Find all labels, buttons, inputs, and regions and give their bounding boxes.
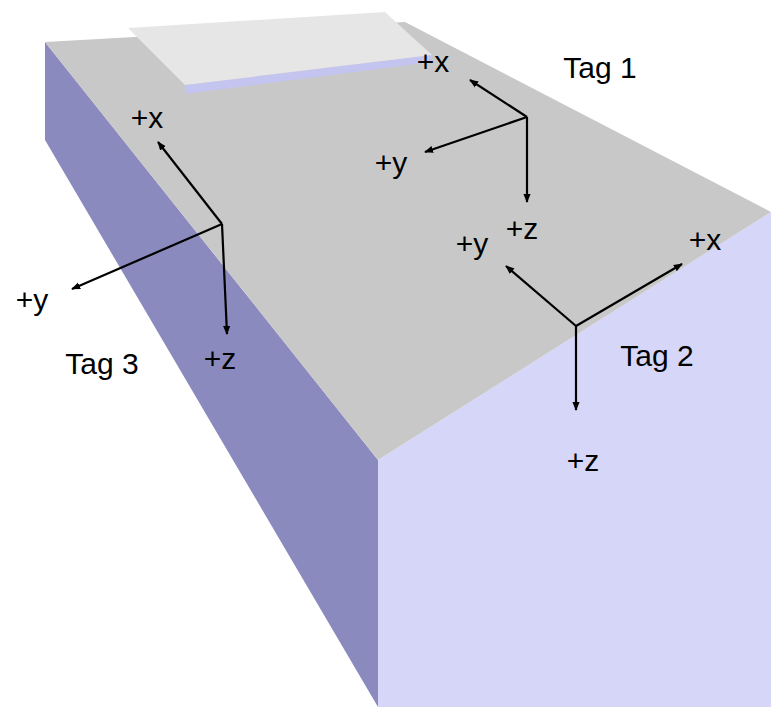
axis-label: +y [375,148,408,178]
tag3-y-axis [72,224,222,289]
axis-label: +y [16,285,49,315]
axis-label: +z [506,214,539,244]
axis-label: +x [417,47,450,77]
tag-name: Tag 3 [65,349,138,379]
tag-axes [72,80,682,410]
tag3-x-axis [158,142,222,224]
plate-top [128,12,432,85]
tag1-y-axis [425,117,527,152]
axis-label: +x [689,225,722,255]
block-top-face [45,22,771,460]
axis-label: +z [204,344,237,374]
tag2-z-axis [575,326,577,410]
tag1-x-axis [470,80,527,117]
tag3-z-axis [222,224,227,334]
tag1-z-axis [526,117,528,202]
axis-label: +z [567,446,600,476]
axis-label: +y [456,229,489,259]
tag-name: Tag 1 [563,53,636,83]
axis-label: +x [131,103,164,133]
tag2-x-axis [576,264,682,326]
tag2-y-axis [506,266,576,326]
tag-name: Tag 2 [620,341,693,371]
